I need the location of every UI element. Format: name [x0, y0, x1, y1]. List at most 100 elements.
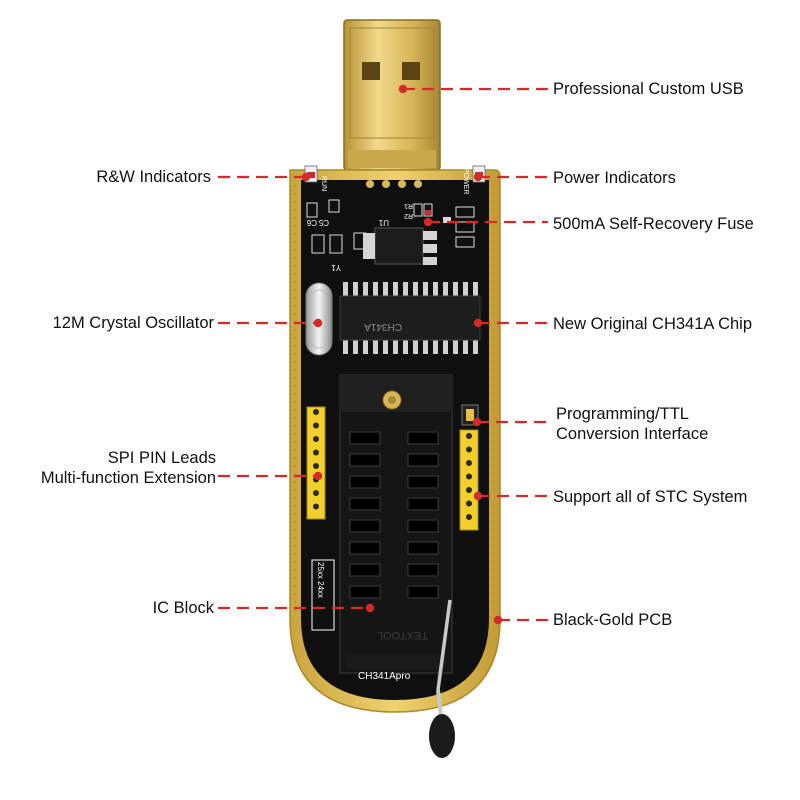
via-dot — [493, 408, 496, 412]
via-dot — [294, 440, 297, 444]
chip-pin — [443, 282, 448, 296]
chip-pin — [473, 340, 478, 354]
socket-slot — [407, 519, 439, 533]
usb-hole-right — [402, 62, 420, 80]
via-dot — [493, 288, 496, 292]
via-dot — [493, 552, 496, 556]
chip-pin — [403, 282, 408, 296]
via-dot — [493, 224, 496, 228]
svg-text:25xx 24xx: 25xx 24xx — [316, 562, 325, 598]
chip-pin — [433, 282, 438, 296]
via-dot — [493, 200, 496, 204]
via-dot — [493, 608, 496, 612]
socket-slot — [407, 431, 439, 445]
chip-pin — [453, 282, 458, 296]
via-dot — [294, 240, 297, 244]
socket-slot — [349, 541, 381, 555]
via-dot — [493, 360, 496, 364]
usb-connector — [343, 19, 441, 171]
chip-pin — [383, 282, 388, 296]
via-dot — [493, 456, 496, 460]
callout-ttl-line2: Conversion Interface — [556, 425, 709, 443]
chip-pin — [413, 282, 418, 296]
via-dot — [294, 456, 297, 460]
via-dot — [294, 392, 297, 396]
callout-spi-line2: Multi-function Extension — [40, 469, 216, 487]
via-dot — [493, 472, 496, 476]
via-dot — [294, 424, 297, 428]
via-dot — [294, 480, 297, 484]
ttl-pin — [466, 460, 472, 466]
leader-dot — [493, 615, 503, 625]
via-dot — [493, 192, 496, 196]
via-dot — [493, 600, 496, 604]
via-dot — [294, 400, 297, 404]
chip-pin — [373, 340, 378, 354]
spi-pin — [313, 436, 319, 442]
chip-pins-top — [343, 282, 478, 296]
chip-pin — [393, 340, 398, 354]
spi-pin-header — [306, 406, 326, 520]
via-dot — [294, 472, 297, 476]
via-dot — [493, 480, 496, 484]
via-dot — [493, 488, 496, 492]
via-dot — [294, 312, 297, 316]
via-dot — [294, 376, 297, 380]
via-dot — [294, 584, 297, 588]
via-dot — [294, 448, 297, 452]
socket-slot — [349, 519, 381, 533]
smd-pads — [423, 203, 451, 223]
callout-fuse: 500mA Self-Recovery Fuse — [553, 215, 754, 233]
via-dot — [493, 560, 496, 564]
socket-slot — [349, 585, 381, 599]
via-dot — [294, 296, 297, 300]
via-dot — [493, 312, 496, 316]
via-dot — [493, 432, 496, 436]
callout-pcb: Black-Gold PCB — [553, 611, 673, 629]
callout-usb: Professional Custom USB — [553, 80, 744, 98]
chip-pin — [383, 340, 388, 354]
callout-power-indicators: Power Indicators — [553, 169, 676, 187]
via-dot — [294, 408, 297, 412]
chip-pin — [363, 282, 368, 296]
via-dot — [493, 592, 496, 596]
via-dot — [493, 240, 496, 244]
socket-slot — [349, 453, 381, 467]
via-dot — [493, 496, 496, 500]
callout-ttl: Programming/TTL Conversion Interface — [556, 404, 708, 444]
via-dot — [493, 320, 496, 324]
chip-pins-bottom — [343, 340, 478, 354]
socket-slot — [407, 585, 439, 599]
ch341a-chip: CH341A — [339, 282, 481, 354]
leader-dot — [365, 603, 375, 613]
spi-pin — [313, 422, 319, 429]
ttl-pin — [466, 433, 472, 439]
via-dot — [294, 384, 297, 388]
callout-crystal: 12M Crystal Oscillator — [52, 314, 214, 332]
via-dot — [493, 272, 496, 276]
via-dot — [294, 344, 297, 348]
usb-hole-left — [362, 62, 380, 80]
via-dot — [294, 528, 297, 532]
chip-pin — [473, 282, 478, 296]
leader-dot — [313, 318, 323, 328]
via-dot — [294, 504, 297, 508]
via-dot — [493, 232, 496, 236]
via-dot — [493, 384, 496, 388]
chip-pin — [403, 340, 408, 354]
zif-socket: TEXTOOL — [339, 374, 453, 674]
via-dot — [493, 256, 496, 260]
via-dot — [294, 328, 297, 332]
silk-c5: C5 — [318, 218, 329, 227]
ttl-pin — [466, 514, 472, 520]
via-dot — [294, 496, 297, 500]
leader-dot — [473, 172, 483, 182]
via-dot — [493, 216, 496, 220]
socket-slot — [407, 475, 439, 489]
silk-r2: R2 — [404, 212, 413, 219]
callout-spi-line1: SPI PIN Leads — [107, 449, 216, 467]
socket-slot — [407, 453, 439, 467]
via-dot — [493, 568, 496, 572]
via-dot — [294, 216, 297, 220]
